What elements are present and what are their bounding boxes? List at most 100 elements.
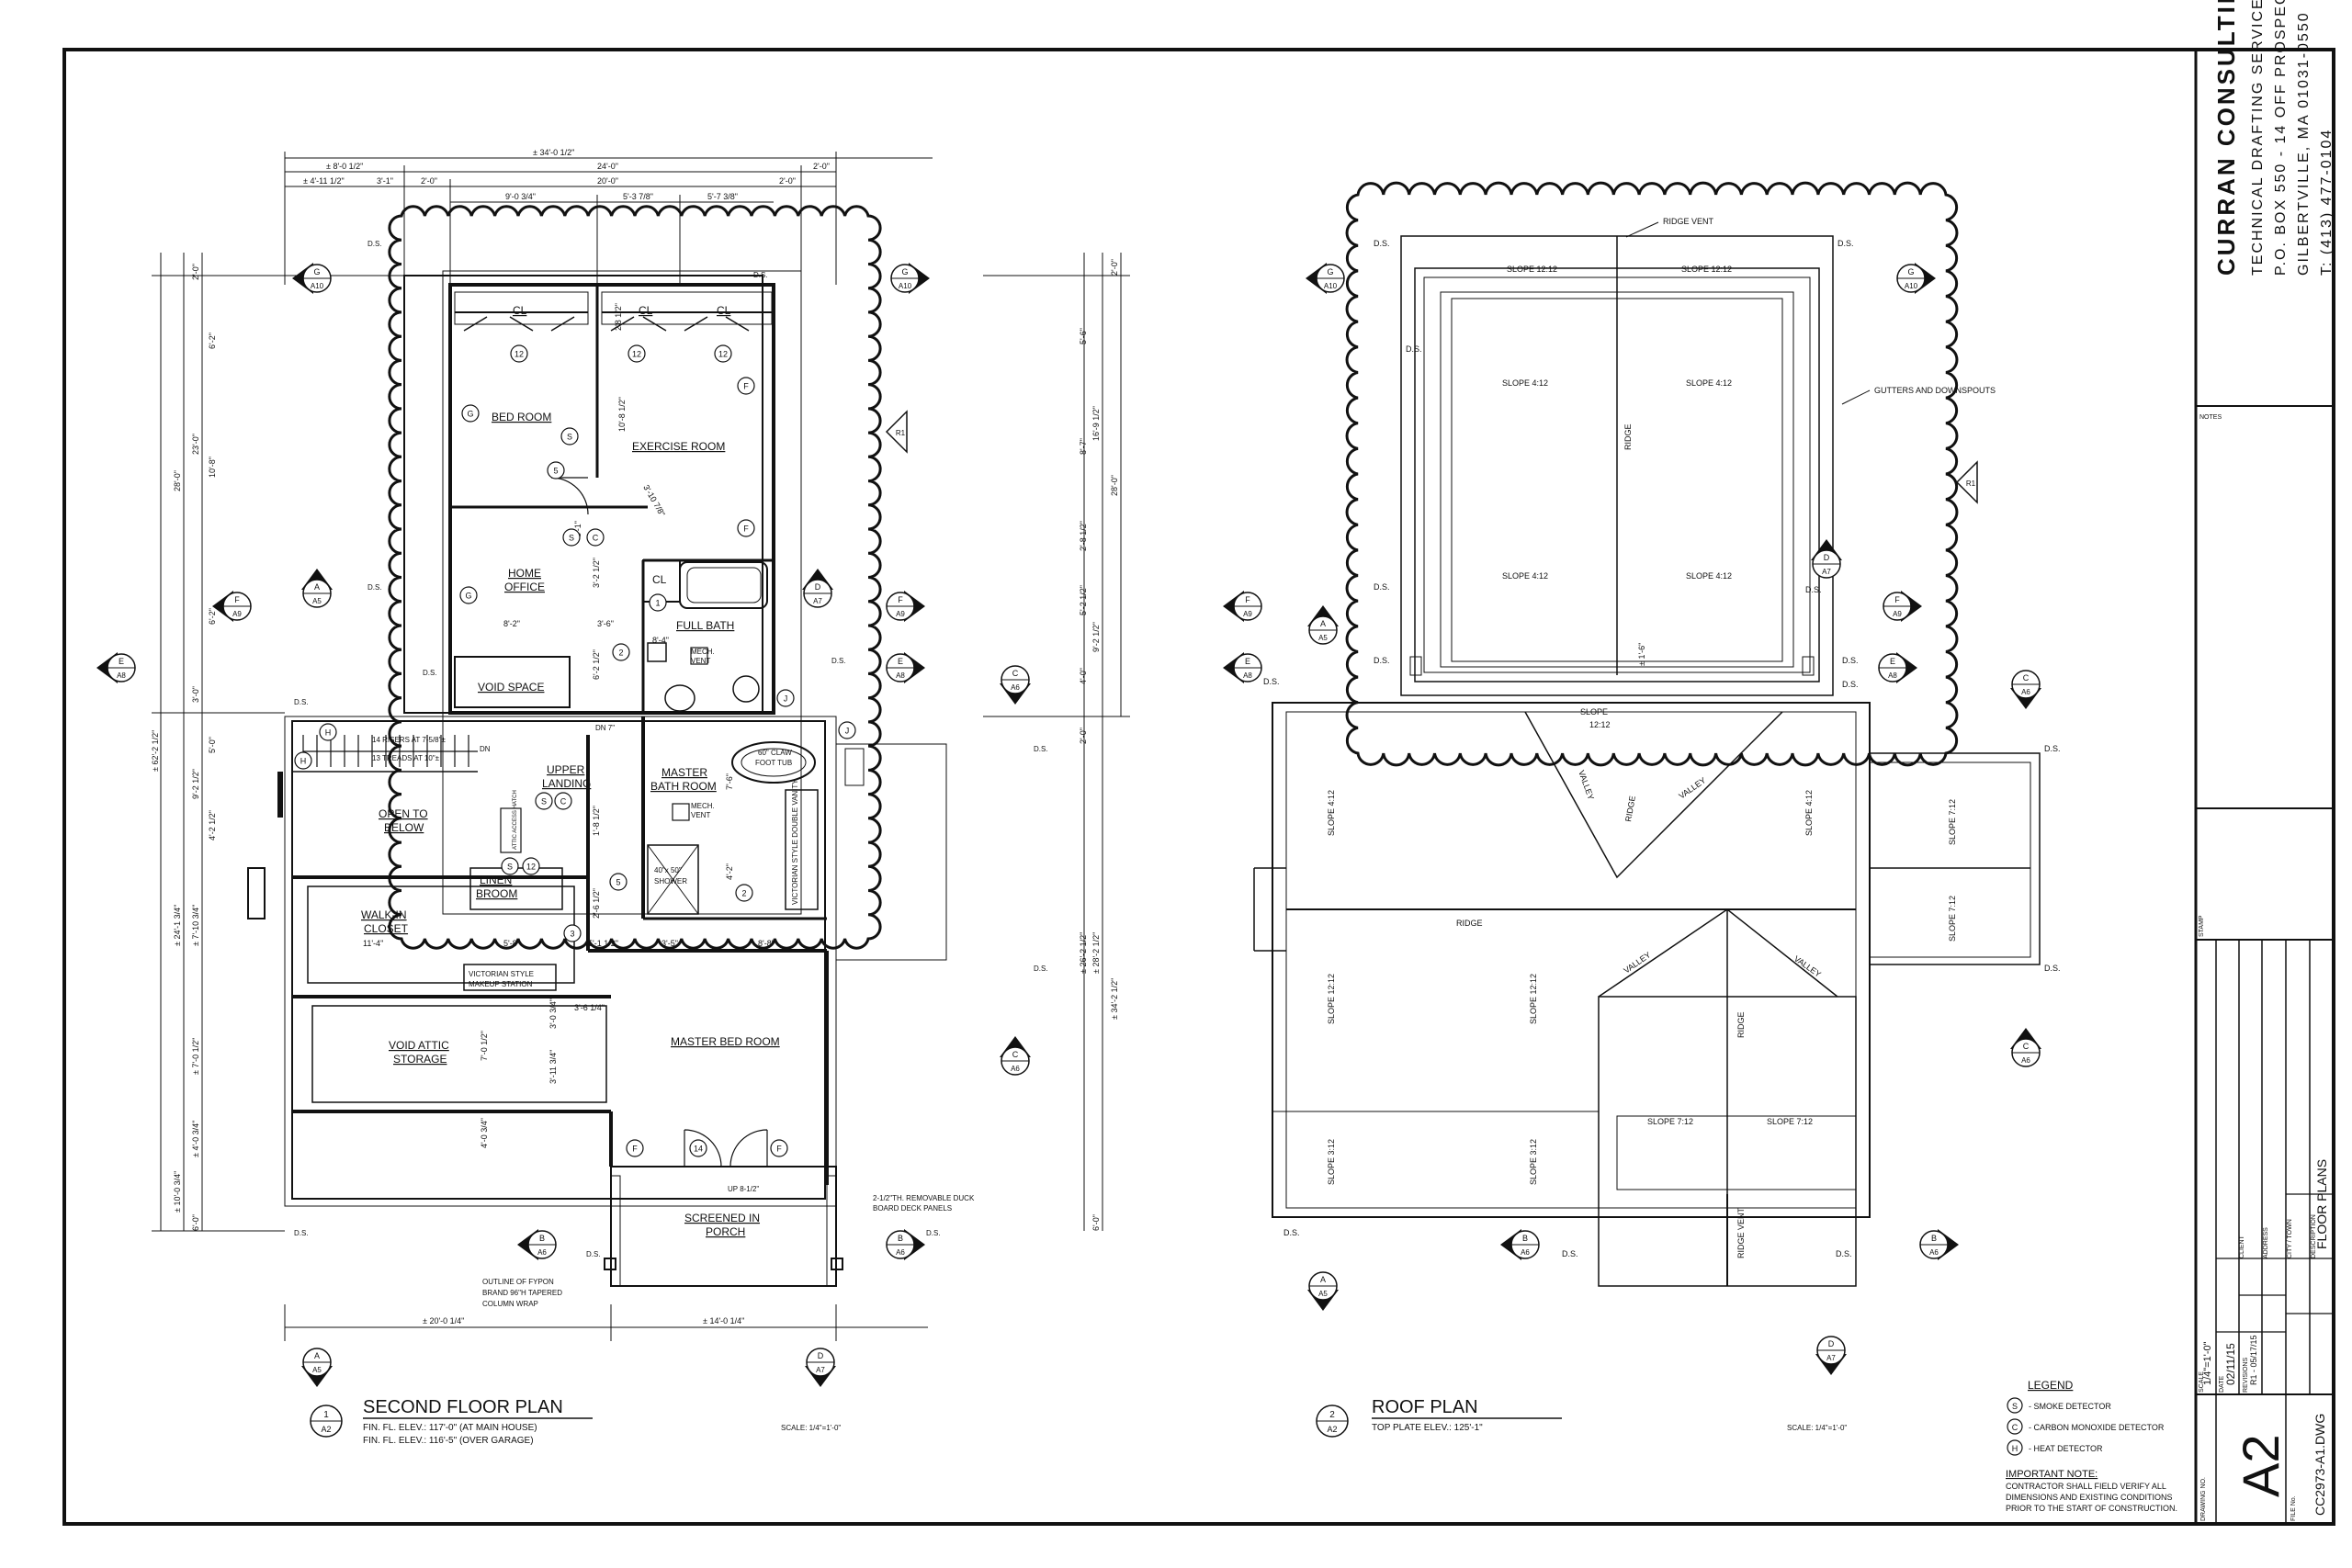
svg-text:A8: A8	[896, 671, 905, 680]
dim-in-11: 3'-0 3/4"	[548, 998, 558, 1029]
svg-text:A: A	[314, 1351, 320, 1360]
dim-right-7: 8'-7"	[1079, 438, 1088, 455]
section-marker-C-A6: C A6	[2010, 670, 2041, 709]
dim-left-2: 23'-0"	[191, 434, 200, 455]
legend-heat: - HEAT DETECTOR	[2029, 1444, 2103, 1453]
note-shower-2: SHOWER	[654, 877, 687, 886]
svg-text:A7: A7	[1822, 568, 1831, 576]
svg-text:R1: R1	[1966, 479, 1976, 488]
dim-right-5: 2'-0"	[1110, 259, 1119, 276]
roof-valley-1: VALLEY	[1577, 769, 1596, 801]
roof-gutters: GUTTERS AND DOWNSPOUTS	[1874, 386, 1996, 395]
svg-text:A7: A7	[813, 597, 822, 605]
dim-top-2a: ± 8'-0 1/2"	[326, 162, 363, 171]
drawing-no-value: A2	[2232, 1435, 2290, 1498]
dim-in-19: 1'-8 1/2"	[592, 806, 601, 836]
dim-bottom-1: ± 20'-0 1/4"	[423, 1316, 464, 1325]
dim-top-2c: 2'-0"	[813, 162, 830, 171]
dim-bottom-2: ± 14'-0 1/4"	[703, 1316, 744, 1325]
tag-F: F	[737, 377, 755, 395]
plan1-title: SECOND FLOOR PLAN	[363, 1397, 563, 1417]
svg-text:G: G	[467, 410, 473, 419]
svg-text:B: B	[1931, 1234, 1937, 1243]
dim-left-10: 3'-0"	[191, 686, 200, 703]
dim-top-3c: 2'-0"	[421, 176, 437, 186]
revisions-label: REVISIONS	[2243, 1358, 2249, 1393]
dim-right-9: 5'-2 1/2"	[1079, 585, 1088, 615]
dim-right-4: ± 26'-2 1/2"	[1079, 932, 1088, 974]
section-marker-F-A9: FA9	[212, 591, 252, 622]
roof-slope-label: SLOPE	[1580, 707, 1608, 716]
dim-left-3: ± 62'-2 1/2"	[151, 730, 160, 772]
legend-smoke: - SMOKE DETECTOR	[2029, 1402, 2111, 1411]
roof-ridge-3: RIDGE	[1456, 919, 1483, 928]
roof-slope-1212-c: SLOPE 12:12	[1327, 974, 1336, 1024]
svg-text:C: C	[560, 797, 567, 807]
roof-valley-4: VALLEY	[1792, 953, 1823, 978]
section-marker-E-A8: EA8	[96, 652, 136, 683]
dim-top-3a: ± 4'-11 1/2"	[303, 176, 345, 186]
section-marker-E-A8: E A8	[886, 652, 925, 683]
tag-5: 5	[609, 873, 628, 891]
dim-top-3b: 3'-1"	[377, 176, 393, 186]
svg-text:G: G	[1907, 267, 1914, 276]
dim-left-9: 6'-2"	[208, 608, 217, 625]
roof-ridge-upper: RIDGE	[1623, 423, 1633, 450]
svg-text:D: D	[815, 582, 821, 592]
section-marker-E-A8: EA8	[1223, 652, 1262, 683]
svg-text:A7: A7	[816, 1366, 825, 1374]
roof-slope-712-b: SLOPE 7:12	[1767, 1117, 1813, 1126]
firm-line3: GILBERTVILLE, MA 01031-0550	[2296, 11, 2312, 276]
note-clawtub-2: FOOT TUB	[755, 759, 792, 767]
closet-label-3: CL	[717, 304, 731, 317]
room-voidattic: VOID ATTIC	[389, 1039, 449, 1052]
note-deck-2: BOARD DECK PANELS	[873, 1204, 952, 1213]
ds-2: D.S.	[753, 271, 768, 279]
dim-in-9: 3'-6 1/4"	[574, 1003, 605, 1012]
svg-text:E: E	[898, 657, 903, 666]
important-note-1: CONTRACTOR SHALL FIELD VERIFY ALL	[2006, 1482, 2166, 1491]
roof-ridge-2: RIDGE	[1623, 795, 1637, 823]
svg-text:C: C	[1012, 669, 1019, 678]
svg-text:A6: A6	[896, 1248, 905, 1257]
svg-text:E: E	[1890, 657, 1895, 666]
svg-text:C: C	[2023, 673, 2030, 682]
section-marker-D-A7: DA7	[1815, 1336, 1847, 1375]
date-value: 02/11/15	[2224, 1343, 2237, 1385]
dim-top-2b: 24'-0"	[597, 162, 618, 171]
note-mech-3: MECH.	[691, 802, 715, 810]
dim-in-6: 5'-1 1/2"	[588, 939, 618, 948]
svg-text:G: G	[465, 592, 471, 601]
roof-slope-412-b: SLOPE 4:12	[1686, 378, 1732, 388]
svg-text:A10: A10	[311, 282, 324, 290]
tag-14: 14	[689, 1139, 707, 1157]
tag-2: 2	[735, 884, 753, 902]
dim-right-2: 16'-9 1/2"	[1091, 406, 1101, 441]
firm-line2: P.O. BOX 550 - 14 OFF PROSPECT ST.	[2273, 0, 2289, 276]
note-deck-1: 2-1/2"TH. REMOVABLE DUCK	[873, 1194, 975, 1202]
revision-cloud	[388, 205, 882, 950]
note-makeup-2: MAKEUP STATION	[469, 980, 533, 988]
svg-text:A6: A6	[2021, 688, 2030, 696]
section-marker-F-A9: FA9	[1883, 591, 1922, 622]
tag-G: G	[459, 586, 478, 604]
tag-3: 3	[563, 924, 582, 942]
dim-right-8: 2'-8 1/2"	[1079, 521, 1088, 551]
roof-slope-ratio: 12:12	[1589, 720, 1611, 729]
note-treads: 13 TREADS AT 10"±	[372, 754, 440, 762]
roof-slope-1212-a: SLOPE 12:12	[1507, 265, 1557, 274]
section-marker-F-A9: FA9	[1223, 591, 1262, 622]
svg-text:14: 14	[694, 1145, 703, 1154]
ds-5: D.S.	[294, 698, 309, 706]
note-vanity: VICTORIAN STYLE DOUBLE VANITY	[791, 779, 799, 905]
dim-left-16: ± 4'-0 3/4"	[191, 1121, 200, 1157]
tag-12: 12	[522, 857, 540, 875]
dim-right-6: 5'-6"	[1079, 328, 1088, 344]
dim-top-4c: 5'-7 3/8"	[707, 192, 738, 201]
tag-1: 1	[649, 593, 667, 612]
ds-9: D.S.	[294, 1229, 309, 1237]
room-masterbed: MASTER BED ROOM	[671, 1035, 780, 1048]
city-label: CITY / TOWN	[2287, 1219, 2293, 1258]
dim-right-11: 4'-0"	[1079, 668, 1088, 684]
